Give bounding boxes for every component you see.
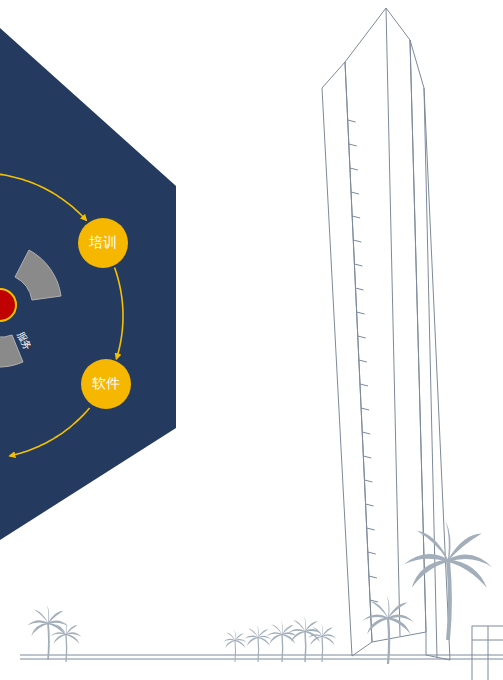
process-circle: 培训 — [78, 218, 128, 268]
grey-sector — [15, 250, 61, 300]
cycle-arc — [0, 174, 86, 220]
node-label: 培训 — [89, 234, 117, 252]
cycle-arrow — [115, 268, 123, 359]
hexagon-panel — [0, 28, 176, 540]
cycle-arc — [10, 408, 90, 456]
palm-trees — [28, 520, 493, 664]
node-label: 软件 — [92, 375, 120, 393]
core-circle — [0, 289, 16, 321]
process-circle: 软件 — [81, 359, 131, 409]
building-drawing — [20, 8, 503, 680]
